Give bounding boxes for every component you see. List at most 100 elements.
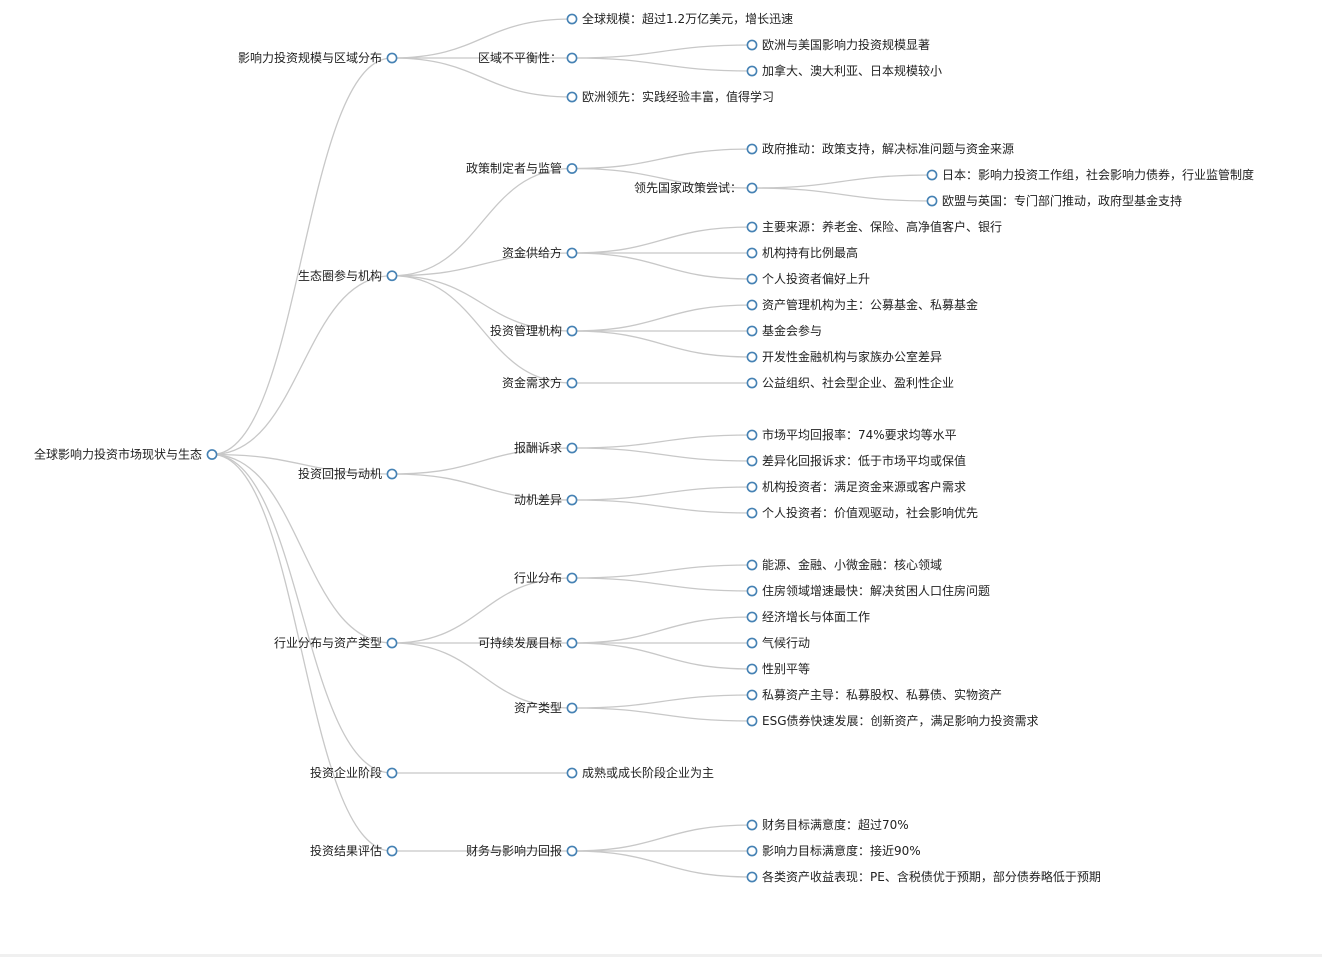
node-toggle-circle[interactable] [746,871,758,883]
node-toggle-circle[interactable] [746,819,758,831]
node-toggle-circle[interactable] [206,449,218,460]
mindmap-node[interactable]: 机构投资者：满足资金来源或客户需求 [746,479,966,494]
mindmap-node[interactable]: 日本：影响力投资工作组，社会影响力债券，行业监管制度 [926,167,1254,182]
node-toggle-circle[interactable] [386,767,398,779]
node-toggle-circle[interactable] [746,689,758,701]
mindmap-node[interactable]: 影响力投资规模与区域分布 [238,50,398,65]
node-toggle-circle[interactable] [746,65,758,77]
mindmap-node[interactable]: 基金会参与 [746,323,822,338]
mindmap-node[interactable]: 可持续发展目标 [478,635,578,650]
mindmap-node[interactable]: 欧洲领先：实践经验丰富，值得学习 [566,89,774,104]
mindmap-node[interactable]: 投资结果评估 [310,843,398,858]
node-toggle-circle[interactable] [566,637,578,649]
node-toggle-circle[interactable] [746,455,758,467]
mindmap-node[interactable]: 全球规模：超过1.2万亿美元，增长迅速 [566,11,793,26]
node-toggle-circle[interactable] [746,299,758,311]
mindmap-node[interactable]: 动机差异 [514,493,578,507]
mindmap-node[interactable]: 生态圈参与机构 [298,268,398,283]
node-toggle-circle[interactable] [746,221,758,233]
node-toggle-circle[interactable] [746,845,758,857]
node-toggle-circle[interactable] [566,442,578,454]
mindmap-link [571,564,753,579]
mindmap-node[interactable]: 经济增长与体面工作 [746,609,870,624]
node-toggle-circle[interactable] [746,247,758,259]
node-label: 资金需求方 [502,375,562,390]
node-toggle-circle[interactable] [386,52,398,64]
node-toggle-circle[interactable] [746,481,758,493]
node-toggle-circle[interactable] [746,377,758,389]
node-toggle-circle[interactable] [566,13,578,25]
node-toggle-circle[interactable] [746,637,758,649]
node-toggle-circle[interactable] [566,52,578,64]
mindmap-node[interactable]: 行业分布与资产类型 [274,636,398,650]
mindmap-node[interactable]: 公益组织、社会型企业、盈利性企业 [746,375,954,390]
mindmap-node[interactable]: 投资企业阶段 [310,765,398,780]
mindmap-node[interactable]: 影响力目标满意度：接近90% [746,843,921,858]
node-toggle-circle[interactable] [926,169,938,181]
mindmap-node[interactable]: 主要来源：养老金、保险、高净值客户、银行 [746,219,1002,234]
mindmap-link [211,57,393,456]
node-toggle-circle[interactable] [566,494,578,506]
node-toggle-circle[interactable] [566,702,578,714]
node-toggle-circle[interactable] [746,143,758,155]
mindmap-node[interactable]: 全球影响力投资市场现状与生态 [34,447,218,462]
mindmap-node[interactable]: 欧盟与英国：专门部门推动，政府型基金支持 [926,193,1182,208]
mindmap-node[interactable]: 个人投资者：价值观驱动，社会影响优先 [746,505,978,520]
mindmap-node[interactable]: 政府推动：政策支持，解决标准问题与资金来源 [746,141,1014,156]
mindmap-node[interactable]: 资金供给方 [502,245,578,260]
node-toggle-circle[interactable] [386,468,398,480]
mindmap-node[interactable]: 报酬诉求 [514,440,578,455]
bottom-divider [0,954,1322,957]
mindmap-node[interactable]: 私募资产主导：私募股权、私募债、实物资产 [746,687,1002,702]
node-toggle-circle[interactable] [746,39,758,51]
node-toggle-circle[interactable] [746,585,758,597]
node-toggle-circle[interactable] [746,611,758,623]
mindmap-node[interactable]: 行业分布 [514,571,578,585]
mindmap-node[interactable]: 个人投资者偏好上升 [746,271,870,286]
node-toggle-circle[interactable] [566,767,578,779]
node-toggle-circle[interactable] [386,637,398,649]
node-toggle-circle[interactable] [566,845,578,857]
node-toggle-circle[interactable] [746,273,758,285]
mindmap-node[interactable]: 加拿大、澳大利亚、日本规模较小 [746,63,942,78]
node-toggle-circle[interactable] [746,559,758,571]
mindmap-node[interactable]: 投资管理机构 [490,323,578,338]
node-toggle-circle[interactable] [746,663,758,675]
node-toggle-circle[interactable] [746,507,758,519]
mindmap-node[interactable]: 住房领域增速最快：解决贫困人口住房问题 [746,583,990,598]
mindmap-node[interactable]: 能源、金融、小微金融：核心领域 [746,557,942,572]
node-toggle-circle[interactable] [926,195,938,207]
node-toggle-circle[interactable] [566,325,578,337]
mindmap-node[interactable]: 市场平均回报率：74%要求均等水平 [746,427,957,442]
node-toggle-circle[interactable] [746,182,758,194]
mindmap-node[interactable]: 资金需求方 [502,375,578,390]
mindmap-node[interactable]: 欧洲与美国影响力投资规模显著 [746,37,930,52]
node-toggle-circle[interactable] [386,270,398,282]
node-toggle-circle[interactable] [566,163,578,174]
mindmap-node[interactable]: 资产管理机构为主：公募基金、私募基金 [746,297,978,312]
node-toggle-circle[interactable] [566,91,578,103]
node-toggle-circle[interactable] [746,325,758,337]
node-toggle-circle[interactable] [566,572,578,584]
mindmap-node[interactable]: ESG债券快速发展：创新资产，满足影响力投资需求 [746,713,1039,728]
mindmap-node[interactable]: 差异化回报诉求：低于市场平均或保值 [746,453,966,468]
node-toggle-circle[interactable] [566,247,578,259]
node-toggle-circle[interactable] [746,429,758,441]
mindmap-node[interactable]: 财务目标满意度：超过70% [746,817,909,832]
mindmap-node[interactable]: 机构持有比例最高 [746,245,858,260]
mindmap-node[interactable]: 政策制定者与监管 [466,161,578,176]
mindmap-node[interactable]: 领先国家政策尝试： [634,180,758,195]
mindmap-node[interactable]: 开发性金融机构与家族办公室差异 [746,349,942,364]
node-toggle-circle[interactable] [746,715,758,727]
node-toggle-circle[interactable] [386,845,398,857]
mindmap-node[interactable]: 性别平等 [746,662,810,676]
node-toggle-circle[interactable] [566,377,578,389]
mindmap-node[interactable]: 各类资产收益表现：PE、含税债优于预期，部分债券略低于预期 [746,869,1101,884]
mindmap-node[interactable]: 成熟或成长阶段企业为主 [566,765,714,780]
mindmap-node[interactable]: 财务与影响力回报 [466,843,578,858]
mindmap-node[interactable]: 资产类型 [514,701,578,715]
node-toggle-circle[interactable] [746,351,758,363]
mindmap-node[interactable]: 气候行动 [746,635,810,650]
mindmap-node[interactable]: 区域不平衡性： [478,51,578,65]
mindmap-node[interactable]: 投资回报与动机 [298,466,398,481]
